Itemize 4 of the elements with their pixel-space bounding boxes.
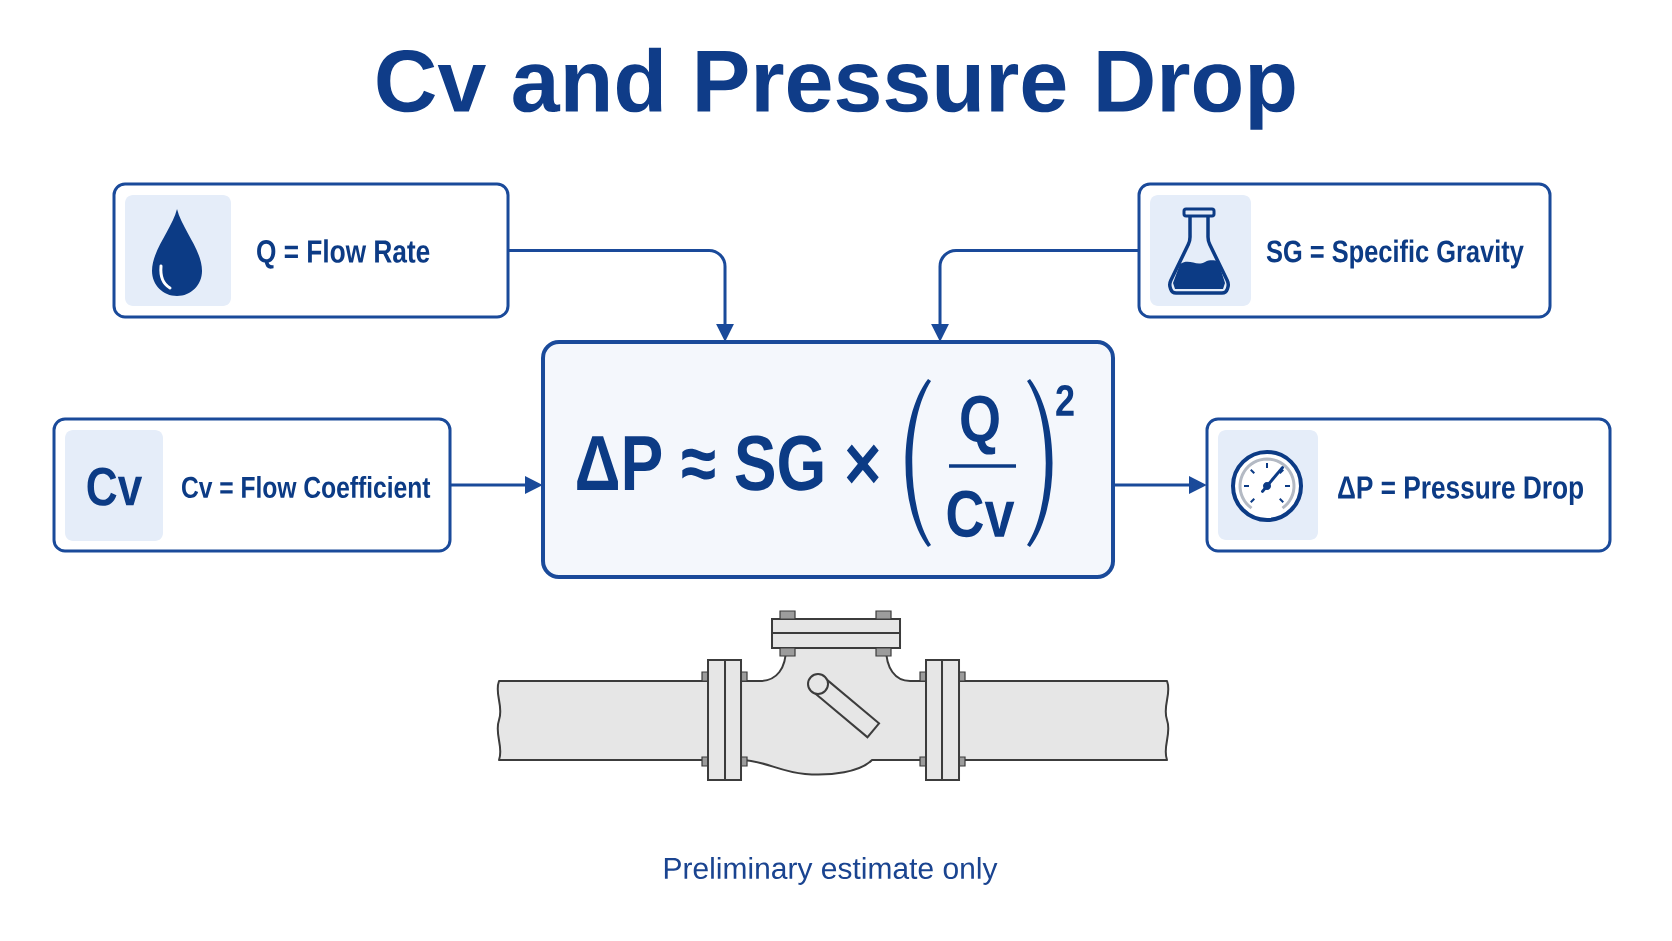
title: Cv and Pressure Drop (377, 47, 1295, 130)
symbol-tile: Cv (65, 430, 163, 541)
footnote: Preliminary estimate only (664, 857, 998, 885)
formula-box: ΔP ≈ SG × Q Cv 2 (541, 340, 1115, 579)
